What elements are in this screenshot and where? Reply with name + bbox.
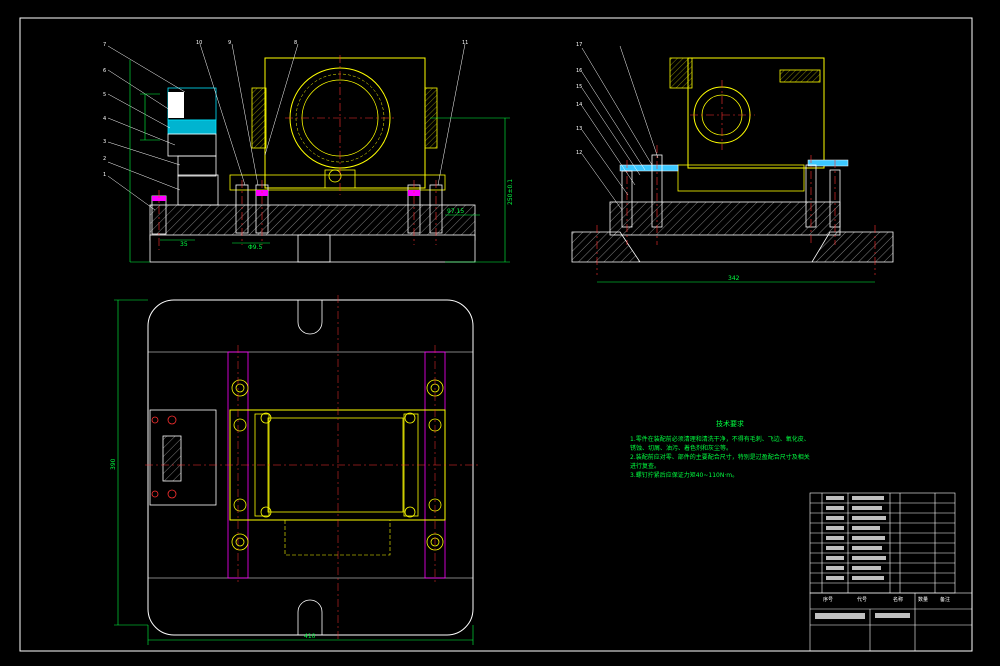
tb-header-no: 序号 — [823, 596, 833, 603]
balloon-5: 5 — [103, 92, 106, 98]
balloon-8: 8 — [294, 40, 297, 46]
balloon-7: 7 — [103, 42, 106, 48]
balloon-3: 3 — [103, 139, 106, 145]
dim-plan-width: 410 — [304, 633, 316, 640]
balloon-16: 16 — [576, 68, 582, 74]
balloon-14: 14 — [576, 102, 582, 108]
technical-notes: 技术要求 1.零件在装配前必须清理和清洗干净，不得有毛刺、飞边、氧化皮、 锈蚀、… — [630, 420, 810, 480]
dim-front-height: 250±0.1 — [507, 179, 514, 205]
dim-side-width: 342 — [728, 275, 740, 282]
tb-header-qty: 数量 — [918, 596, 928, 603]
dim-front-right: 97.15 — [447, 208, 464, 215]
technical-notes-title: 技术要求 — [716, 420, 744, 428]
balloon-17: 17 — [576, 42, 582, 48]
technical-note-line: 1.零件在装配前必须清理和清洗干净，不得有毛刺、飞边、氧化皮、 — [630, 436, 810, 443]
balloon-11: 11 — [462, 40, 468, 46]
balloon-10: 10 — [196, 40, 202, 46]
tb-header-code: 代号 — [857, 596, 867, 603]
tb-header-name: 名称 — [893, 596, 903, 603]
balloon-6: 6 — [103, 68, 106, 74]
balloon-13: 13 — [576, 126, 582, 132]
plan-view — [114, 295, 478, 645]
title-block — [809, 492, 973, 652]
balloon-2: 2 — [103, 156, 106, 162]
balloon-15: 15 — [576, 84, 582, 90]
balloon-12: 12 — [576, 150, 582, 156]
balloon-4: 4 — [103, 116, 106, 122]
dim-front-bottom-b: Φ9.5 — [248, 244, 262, 251]
front-view — [107, 43, 510, 263]
technical-note-line: 2.装配前应对零、部件的主要配合尺寸，特别是过盈配合尺寸及相关精度 — [630, 454, 810, 461]
technical-note-line: 进行复查。 — [630, 463, 661, 470]
dim-front-bottom-a: 35 — [180, 241, 188, 248]
outer-frame — [19, 17, 973, 652]
technical-note-line: 3.螺钉拧紧后应保证力矩40~110N·m。 — [630, 472, 739, 479]
side-view — [571, 45, 894, 283]
tb-header-note: 备注 — [940, 596, 950, 603]
balloon-9: 9 — [228, 40, 231, 46]
dim-plan-height: 390 — [110, 458, 117, 470]
technical-note-line: 锈蚀、切屑、油污、着色剂和灰尘等。 — [630, 445, 733, 452]
balloon-1: 1 — [103, 172, 106, 178]
